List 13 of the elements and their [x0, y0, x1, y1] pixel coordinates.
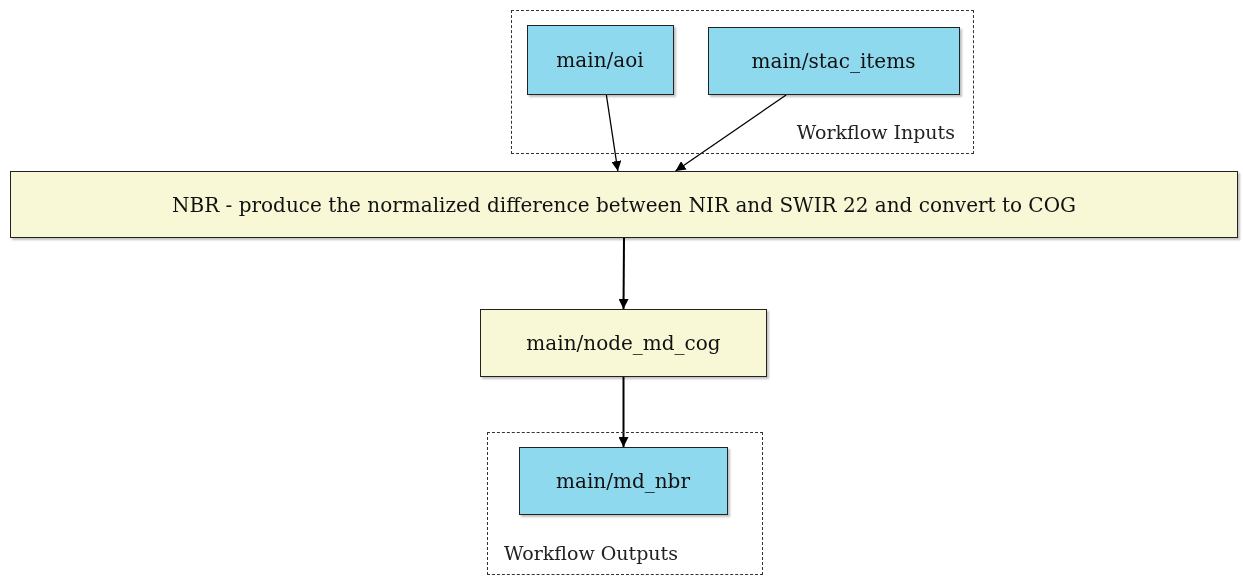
group-frame	[487, 432, 763, 575]
input-box: main/stac_items	[707, 26, 960, 95]
input-box: main/md_nbr	[518, 446, 728, 515]
group-label: Workflow Inputs	[796, 121, 955, 143]
process-box: main/node_md_cog	[480, 309, 767, 377]
group-frame	[511, 10, 974, 154]
arrow	[618, 237, 629, 310]
arrow	[674, 94, 787, 172]
input-box: main/aoi	[526, 24, 674, 95]
process-box: NBR - produce the normalized difference between NIR and SWIR 22 and convert to COG	[10, 171, 1238, 238]
arrow	[618, 376, 629, 448]
arrow	[605, 94, 622, 172]
group-label: Workflow Outputs	[504, 542, 678, 564]
